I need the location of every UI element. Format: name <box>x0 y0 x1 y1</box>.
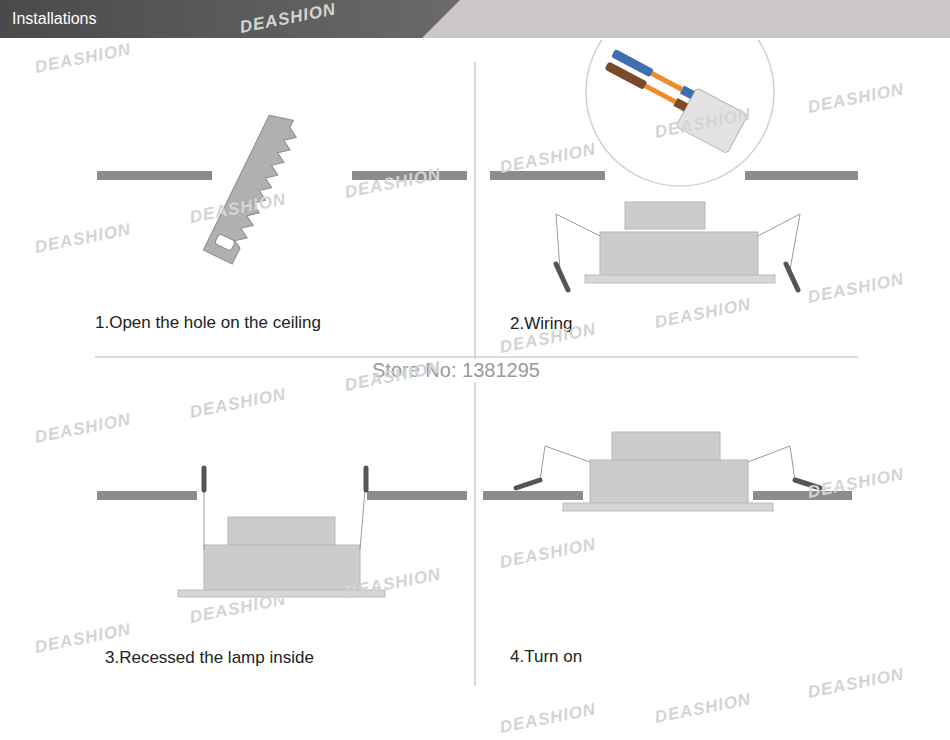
watermark: DEASHION <box>498 140 598 178</box>
wiring-inset <box>586 40 774 186</box>
watermark: DEASHION <box>653 690 753 728</box>
header-title: Installations <box>12 10 97 28</box>
watermark: DEASHION <box>498 535 598 573</box>
watermark: DEASHION <box>33 410 133 448</box>
watermark: DEASHION <box>188 590 288 628</box>
step-caption: 1.Open the hole on the ceiling <box>95 313 321 333</box>
header-band-light <box>0 0 950 38</box>
step-caption: 3.Recessed the lamp inside <box>105 648 314 668</box>
watermark: DEASHION <box>238 0 338 38</box>
downlight-lamp <box>556 202 800 290</box>
watermark: DEASHION <box>653 295 753 333</box>
watermark: DEASHION <box>498 700 598 738</box>
watermark: DEASHION <box>33 40 133 78</box>
step-caption: 4.Turn on <box>510 647 582 667</box>
saw <box>203 110 302 265</box>
watermark: DEASHION <box>806 270 906 308</box>
watermark: DEASHION <box>343 165 443 203</box>
watermark: DEASHION <box>33 220 133 258</box>
ceiling <box>97 491 467 500</box>
panel-divider <box>95 356 858 358</box>
watermark: DEASHION <box>806 665 906 703</box>
watermark: DEASHION <box>188 190 288 228</box>
watermark: DEASHION <box>188 385 288 423</box>
watermark: DEASHION <box>653 105 753 143</box>
watermark: DEASHION <box>806 80 906 118</box>
downlight-lamp <box>178 468 385 597</box>
watermark: DEASHION <box>806 465 906 503</box>
header-band-dark <box>0 0 460 38</box>
downlight-lamp <box>516 432 820 511</box>
watermark: DEASHION <box>343 565 443 603</box>
